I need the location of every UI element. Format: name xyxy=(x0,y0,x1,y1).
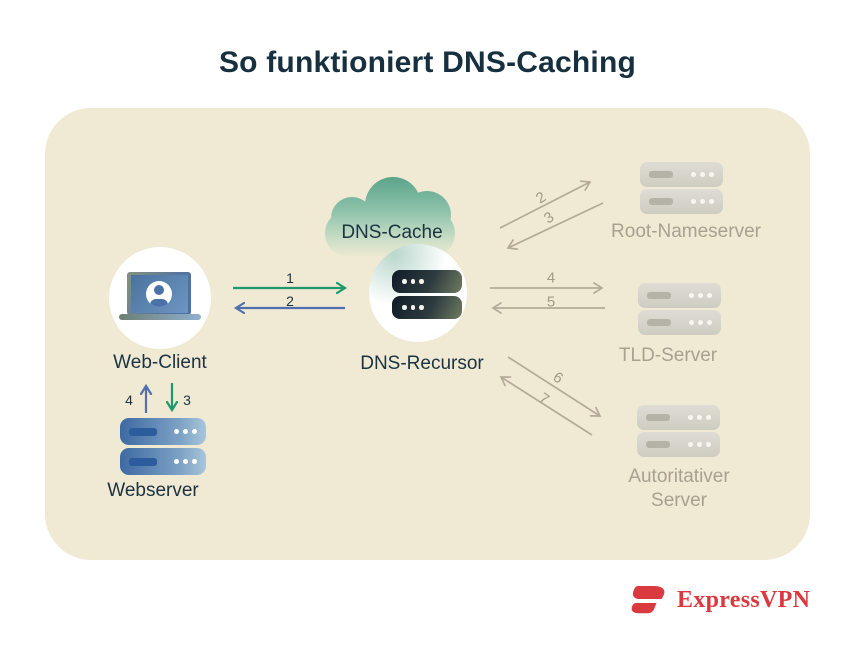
laptop-base xyxy=(119,314,201,320)
server-unit xyxy=(638,310,721,335)
server-vent-bar xyxy=(646,414,670,421)
server-blue-icon xyxy=(120,418,206,475)
dns-recursor-node xyxy=(369,244,467,342)
server-led-dots xyxy=(689,293,712,298)
server-gray-icon xyxy=(640,162,723,214)
server-led-dots xyxy=(402,305,424,310)
server-led-dots xyxy=(402,279,424,284)
expressvpn-wordmark: ExpressVPN xyxy=(677,587,811,613)
page-title: So funktioniert DNS-Caching xyxy=(218,46,637,79)
tld-server-label: TLD-Server xyxy=(618,345,718,366)
server-unit xyxy=(392,270,462,293)
server-vent-bar xyxy=(649,198,673,205)
server-led-dots xyxy=(688,442,711,447)
server-vent-bar xyxy=(647,292,671,299)
server-led-dots xyxy=(174,429,197,434)
arrow-root-to-recursor xyxy=(506,202,604,250)
authoritative-server-label-line1: Autoritativer xyxy=(628,466,730,487)
expressvpn-logo-icon xyxy=(631,586,665,614)
server-gray-icon xyxy=(638,283,721,335)
server-unit xyxy=(120,448,206,475)
server-unit xyxy=(392,296,462,319)
server-gray-icon xyxy=(637,405,720,457)
server-vent-bar xyxy=(129,427,157,436)
step-number-1: 1 xyxy=(286,270,294,286)
user-avatar-icon xyxy=(146,280,172,307)
brand-footer: ExpressVPN xyxy=(628,584,810,617)
server-unit xyxy=(640,162,723,187)
root-nameserver-label: Root-Nameserver xyxy=(611,221,761,242)
server-led-dots xyxy=(174,459,197,464)
arrow-auth-to-recursor xyxy=(499,376,593,436)
arrow-recursor-to-root xyxy=(499,180,592,229)
avatar-head xyxy=(154,284,164,295)
arrow-recursor-to-auth xyxy=(507,356,602,417)
step-number-web-request: 3 xyxy=(183,392,191,408)
server-unit xyxy=(637,405,720,430)
diagram-panel: Web-Client DNS-Cache DNS-Recursor Root-N… xyxy=(45,108,810,560)
server-unit xyxy=(120,418,206,445)
dns-recursor-label: DNS-Recursor xyxy=(360,353,484,374)
server-vent-bar xyxy=(129,457,157,466)
authoritative-server-label-line2: Server xyxy=(651,490,707,511)
server-unit xyxy=(637,432,720,457)
arrows-and-cloud-layer xyxy=(45,177,605,436)
server-unit xyxy=(640,189,723,214)
dns-cache-label: DNS-Cache xyxy=(341,222,443,243)
server-led-dots xyxy=(691,172,714,177)
authoritative-server-label: Autoritativer Server xyxy=(628,465,729,513)
server-vent-bar xyxy=(649,171,673,178)
web-client-label: Web-Client xyxy=(113,352,207,373)
laptop-screen xyxy=(127,272,191,315)
server-vent-bar xyxy=(646,441,670,448)
webserver-label: Webserver xyxy=(107,480,199,501)
server-unit xyxy=(638,283,721,308)
step-number-2: 2 xyxy=(286,293,294,309)
server-led-dots xyxy=(688,415,711,420)
step-number-tld-response: 5 xyxy=(546,293,556,311)
cloud-icon xyxy=(325,177,455,256)
avatar-torso xyxy=(150,298,168,307)
server-vent-bar xyxy=(647,319,671,326)
server-led-dots xyxy=(689,320,712,325)
step-number-tld-query: 4 xyxy=(546,269,556,287)
server-led-dots xyxy=(691,199,714,204)
step-number-web-response: 4 xyxy=(125,392,133,408)
server-dark-icon xyxy=(392,270,462,319)
